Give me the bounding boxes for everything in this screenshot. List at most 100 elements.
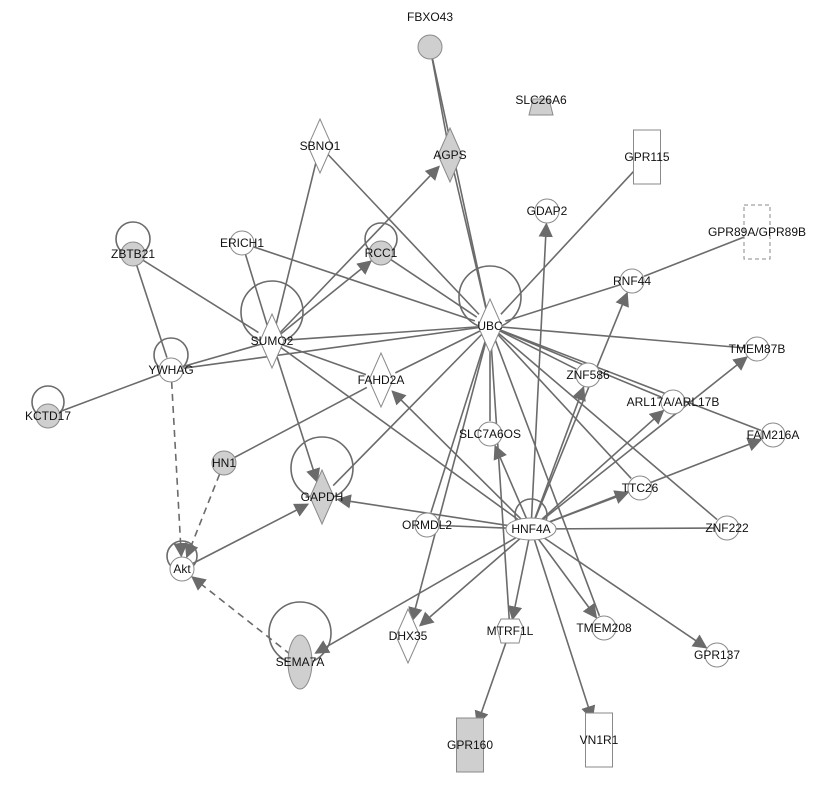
circle-shape [714, 515, 740, 541]
edge-HNF4A-SEMA7A [314, 528, 532, 654]
edge-UBC-DHX35 [408, 325, 491, 622]
node-slc7a6os[interactable]: SLC7A6OS [459, 421, 521, 447]
node-label: KCTD17 [25, 409, 71, 423]
circle-shape [744, 336, 770, 362]
edges [59, 46, 763, 726]
node-ubc[interactable]: UBC [477, 297, 503, 355]
node-fahd2a[interactable]: FAHD2A [358, 351, 405, 409]
edge-UBC-ZNF586 [489, 325, 577, 370]
circle-shape [591, 615, 617, 641]
edge-HNF4A-ZNF586 [530, 385, 586, 530]
diamond-shape [437, 126, 463, 184]
circle-shape [704, 642, 730, 668]
node-sema7a[interactable]: SEMA7A [276, 634, 325, 690]
node-label: GPR137 [694, 648, 740, 662]
edge-SUMO2-YWHAG [183, 340, 273, 368]
node-ormdl2[interactable]: ORMDL2 [402, 512, 452, 538]
circle-shape [575, 362, 601, 388]
node-hn1[interactable]: HN1 [211, 450, 237, 476]
edge-HNF4A-TMEM87B [530, 356, 748, 530]
node-gpr115[interactable]: GPR115 [624, 129, 670, 185]
node-label: ZBTB21 [111, 247, 155, 261]
node-znf586[interactable]: ZNF586 [566, 362, 610, 388]
circle-shape [120, 241, 146, 267]
node-gpr160[interactable]: GPR160 [447, 717, 493, 773]
node-fam216a[interactable]: FAM216A [747, 422, 800, 448]
node-label: FAHD2A [358, 373, 405, 387]
node-ywhag[interactable]: YWHAG [148, 357, 194, 383]
rect-shape [456, 717, 484, 773]
node-label: ERICH1 [220, 236, 264, 250]
diamond-shape [309, 468, 335, 526]
node-arl17a[interactable]: ARL17A/ARL17B [627, 389, 720, 415]
node-erich1[interactable]: ERICH1 [220, 230, 264, 256]
circle-shape [760, 422, 786, 448]
node-label: SLC7A6OS [459, 427, 521, 441]
node-label: DHX35 [389, 629, 428, 643]
node-label: SLC26A6 [515, 93, 567, 107]
node-mtrf1l[interactable]: MTRF1L [487, 618, 534, 644]
circle-shape [627, 475, 653, 501]
node-ttc26[interactable]: TTC26 [622, 475, 659, 501]
circle-shape [534, 198, 560, 224]
node-slc26a6[interactable]: SLC26A6 [515, 93, 567, 116]
node-label: FAM216A [747, 428, 800, 442]
node-gapdh[interactable]: GAPDH [301, 468, 344, 526]
circle-shape [229, 230, 255, 256]
node-sumo2[interactable]: SUMO2 [251, 312, 294, 370]
edge-RCC1-UBC [380, 252, 478, 318]
node-znf222[interactable]: ZNF222 [705, 515, 749, 541]
node-label: TMEM208 [576, 621, 632, 635]
edge-UBC-SUMO2 [287, 325, 491, 341]
node-label: MTRF1L [487, 624, 534, 638]
edge-SUMO2-FAHD2A [271, 340, 367, 376]
edge-HNF4A-GDAP2 [530, 222, 553, 530]
node-gdap2[interactable]: GDAP2 [527, 198, 568, 224]
edge-GPR115-UBC [500, 156, 648, 315]
diamond-shape [307, 117, 333, 175]
edge-ERICH1-SUMO2 [241, 242, 269, 326]
edge-MTRF1L-GPR160 [474, 630, 511, 726]
edge-UBC-FAHD2A [394, 325, 491, 374]
node-dhx35[interactable]: DHX35 [389, 607, 428, 665]
edge-UBC-YWHAG [183, 325, 491, 370]
node-kctd17[interactable]: KCTD17 [25, 403, 71, 429]
node-label: SUMO2 [251, 334, 294, 348]
circle-shape [158, 357, 184, 383]
edge-SBNO1-UBC [319, 145, 480, 315]
rect-shape [585, 712, 613, 768]
node-label: YWHAG [148, 363, 193, 377]
node-fbxo43[interactable]: FBXO43 [407, 10, 453, 60]
edge-Akt-GAPDH [181, 503, 310, 570]
edge-SBNO1-SUMO2 [275, 145, 321, 326]
edge-FBXO43-UBC [429, 46, 488, 311]
node-label: FBXO43 [407, 10, 453, 24]
node-tmem87b[interactable]: TMEM87B [729, 336, 786, 362]
edge-UBC-GAPDH [332, 325, 491, 487]
edge-HNF4A-SLC7A6OS [493, 444, 532, 530]
node-sbno1[interactable]: SBNO1 [300, 117, 341, 175]
node-agps[interactable]: AGPS [433, 126, 467, 184]
edge-SEMA7A-Akt [191, 576, 301, 663]
node-label: RCC1 [365, 246, 398, 260]
ellipse-shape [505, 517, 557, 541]
self-loops [31, 221, 548, 665]
node-zbtb21[interactable]: ZBTB21 [111, 241, 155, 267]
node-tmem208[interactable]: TMEM208 [576, 615, 632, 641]
circle-shape [35, 403, 61, 429]
circle-shape [417, 34, 443, 60]
node-label: Akt [173, 562, 191, 576]
node-rnf44[interactable]: RNF44 [613, 268, 651, 294]
node-label: GAPDH [301, 490, 344, 504]
node-hnf4a[interactable]: HNF4A [505, 517, 557, 541]
edge-UBC-MTRF1L [489, 325, 511, 620]
node-gpr89[interactable]: GPR89A/GPR89B [708, 204, 806, 260]
node-akt[interactable]: Akt [169, 556, 195, 582]
edge-GPR89-RNF44 [643, 231, 758, 278]
circle-shape [368, 240, 394, 266]
node-rcc1[interactable]: RCC1 [365, 240, 398, 266]
node-label: GPR160 [447, 738, 493, 752]
node-vn1r1[interactable]: VN1R1 [580, 712, 619, 768]
node-gpr137[interactable]: GPR137 [694, 642, 740, 668]
